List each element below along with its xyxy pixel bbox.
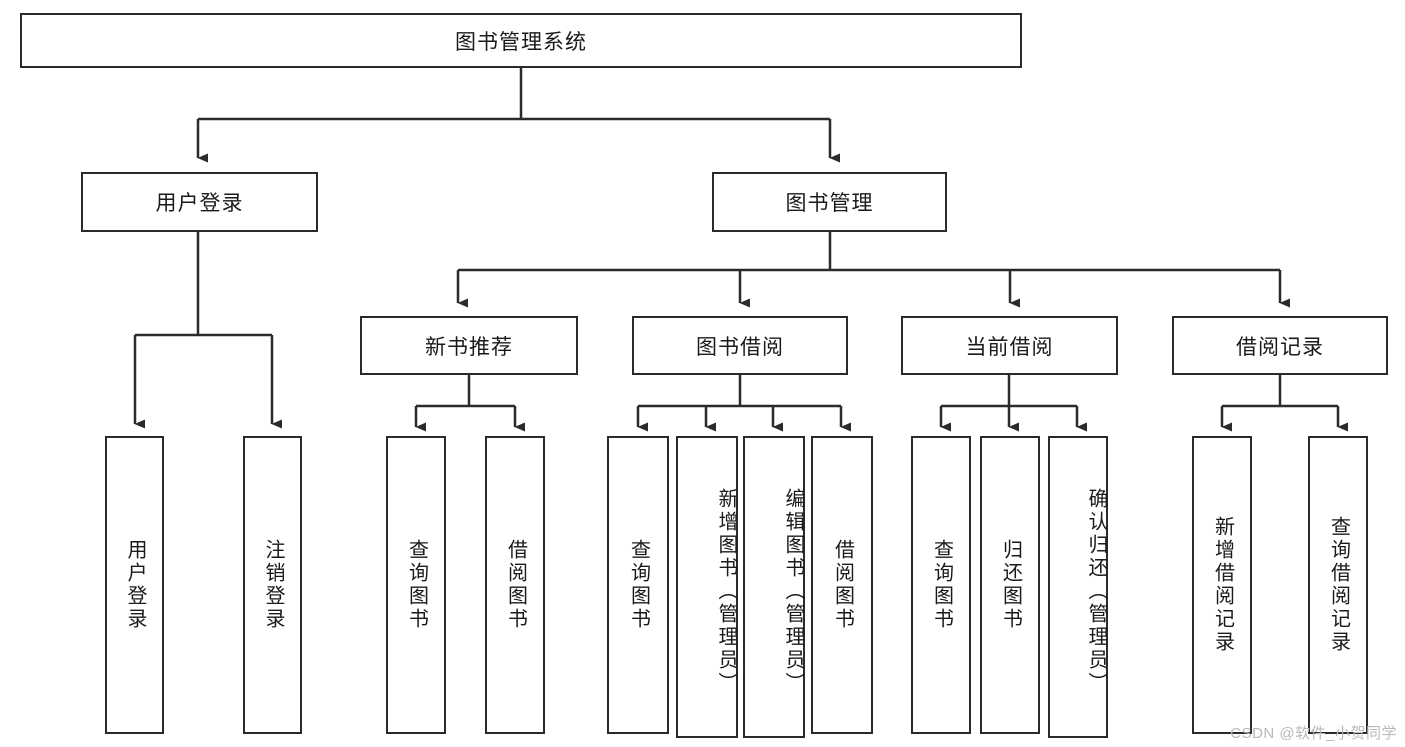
watermark: CSDN @软件_小贺同学 (1230, 725, 1397, 742)
leaf-confirm-return-admin[interactable]: 确认归还（管理员） (1048, 436, 1108, 738)
leaf-logout[interactable]: 注销登录 (243, 436, 302, 734)
leaf-add-borrow-record[interactable]: 新增借阅记录 (1192, 436, 1252, 734)
node-root[interactable]: 图书管理系统 (20, 13, 1022, 68)
leaf-borrow-book[interactable]: 借阅图书 (811, 436, 873, 734)
leaf-edit-book-admin[interactable]: 编辑图书（管理员） (743, 436, 805, 738)
node-new-book-recommend[interactable]: 新书推荐 (360, 316, 578, 375)
leaf-return-book[interactable]: 归还图书 (980, 436, 1040, 734)
node-book-borrow[interactable]: 图书借阅 (632, 316, 848, 375)
node-current-borrow[interactable]: 当前借阅 (901, 316, 1118, 375)
node-borrow-record[interactable]: 借阅记录 (1172, 316, 1388, 375)
leaf-borrow-book-newbook[interactable]: 借阅图书 (485, 436, 545, 734)
leaf-query-book-current[interactable]: 查询图书 (911, 436, 971, 734)
node-user-login[interactable]: 用户登录 (81, 172, 318, 232)
leaf-user-login[interactable]: 用户登录 (105, 436, 164, 734)
node-book-management[interactable]: 图书管理 (712, 172, 947, 232)
leaf-query-borrow-record[interactable]: 查询借阅记录 (1308, 436, 1368, 734)
leaf-query-book-borrow[interactable]: 查询图书 (607, 436, 669, 734)
leaf-query-book-newbook[interactable]: 查询图书 (386, 436, 446, 734)
leaf-add-book-admin[interactable]: 新增图书（管理员） (676, 436, 738, 738)
